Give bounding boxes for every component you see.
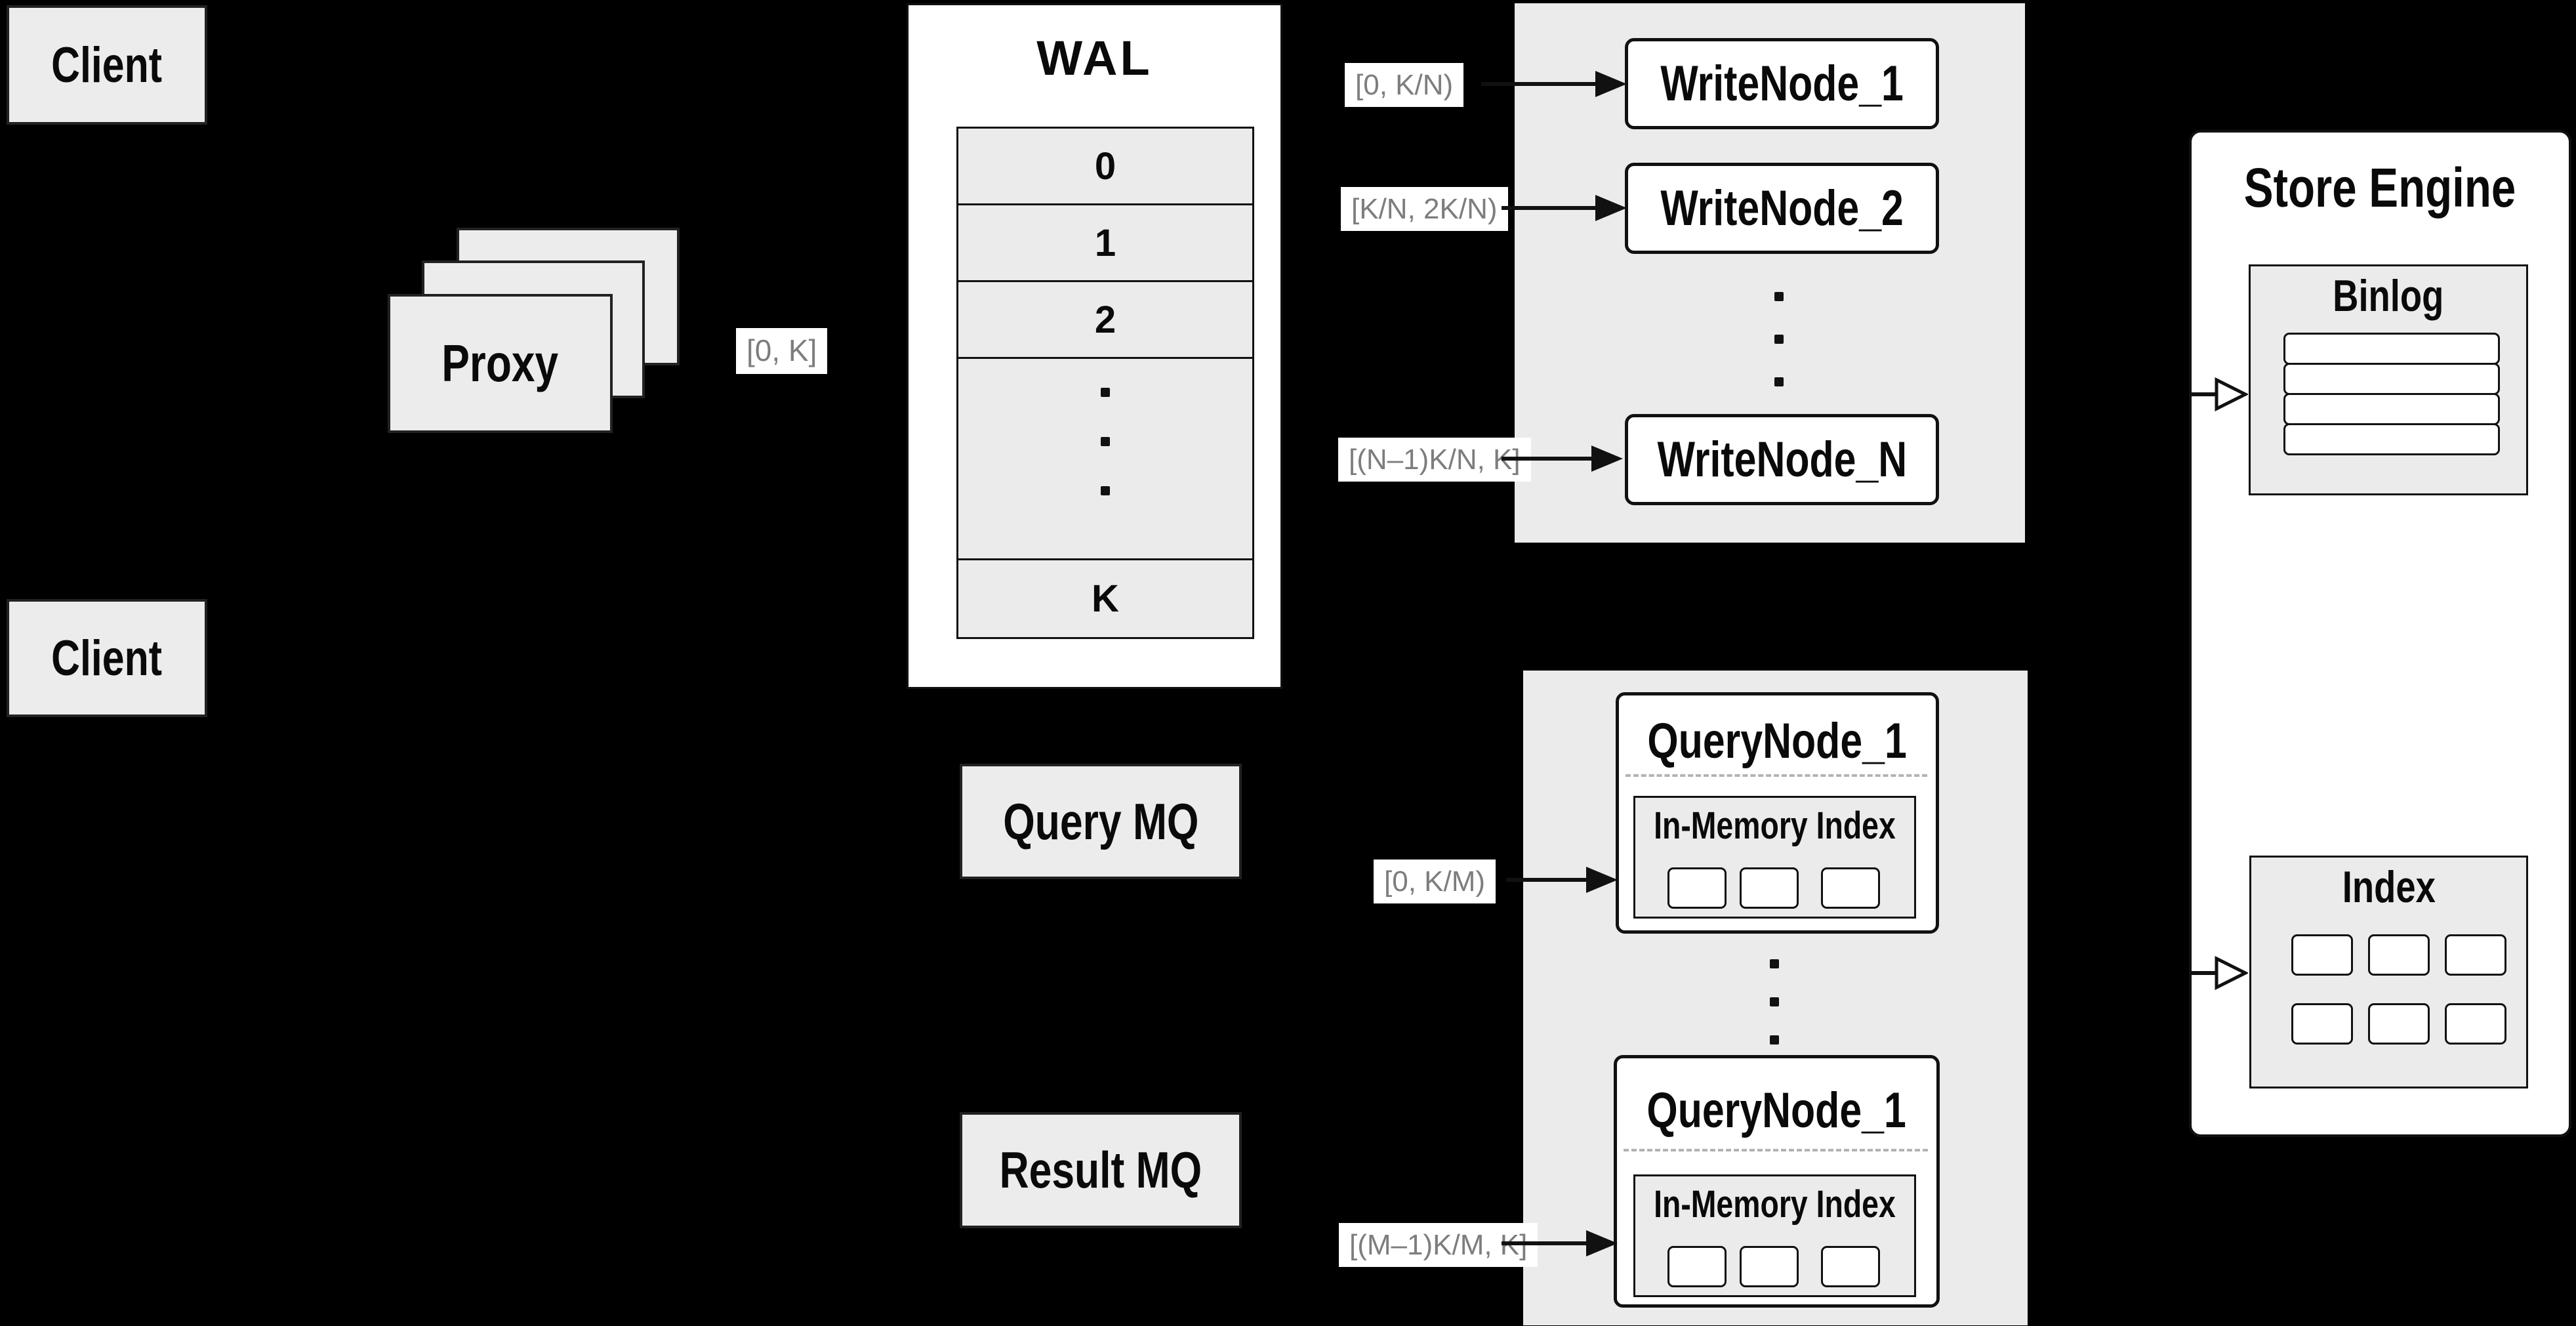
wal-row: 0 — [958, 129, 1252, 205]
client-bottom-label: Client — [51, 630, 163, 686]
wal-title: WAL — [1036, 30, 1153, 85]
ellipsis-dot — [1774, 292, 1784, 301]
range-label-write-2: [K/N, 2K/N) — [1341, 187, 1508, 231]
ellipsis-dot — [1101, 437, 1110, 446]
result-mq-box: Result MQ — [960, 1112, 1242, 1228]
ellipsis-dot — [1770, 1035, 1779, 1045]
arrow-to-write-2 — [1502, 206, 1597, 210]
write-node-1: WriteNode_1 — [1625, 38, 1939, 129]
arrow-to-index — [2190, 953, 2248, 993]
dashed-separator — [1624, 1149, 1928, 1151]
arrow-head — [1586, 1230, 1618, 1256]
query-node-1: QueryNode_1 In-Memory Index — [1616, 692, 1939, 934]
index-cell — [1740, 867, 1799, 909]
range-label-query-1: [0, K/M) — [1374, 860, 1496, 903]
query-mq-label: Query MQ — [1002, 792, 1199, 850]
dashed-separator — [1625, 774, 1927, 777]
index-cell — [1740, 1246, 1799, 1287]
ellipsis-dot — [1770, 997, 1779, 1006]
arrow-to-query-m — [1502, 1241, 1587, 1245]
write-node-1-label: WriteNode_1 — [1660, 56, 1904, 112]
arrow-head — [1595, 195, 1627, 221]
index-title: Index — [2342, 862, 2436, 912]
wal-row: 1 — [958, 205, 1252, 282]
write-node-2-label: WriteNode_2 — [1660, 180, 1904, 236]
client-top-label: Client — [51, 37, 163, 93]
proxy-box: Proxy — [388, 294, 613, 433]
arrow-head — [1595, 71, 1627, 97]
binlog-box: Binlog — [2249, 264, 2528, 495]
index-cell — [2368, 934, 2430, 976]
range-label-write-1: [0, K/N) — [1345, 63, 1464, 107]
ellipsis-dot — [1774, 335, 1784, 344]
range-label-query-m: [(M–1)K/M, K] — [1339, 1223, 1538, 1267]
ellipsis-dot — [1770, 959, 1779, 968]
store-engine-title: Store Engine — [2244, 156, 2516, 218]
ellipsis-dot — [1774, 377, 1784, 386]
write-node-n: WriteNode_N — [1625, 414, 1939, 505]
index-box: Index — [2249, 856, 2528, 1088]
in-memory-index-label: In-Memory Index — [1654, 804, 1896, 847]
index-cell — [2445, 934, 2506, 976]
binlog-row — [2283, 423, 2500, 455]
wal-box: WAL 0 1 2 K — [907, 3, 1282, 689]
client-box-bottom: Client — [7, 599, 207, 717]
query-mq-box: Query MQ — [960, 764, 1242, 879]
binlog-row — [2283, 363, 2500, 395]
index-cell — [2291, 934, 2353, 976]
arrow-head — [1591, 445, 1623, 472]
arrow-to-write-1 — [1481, 82, 1597, 86]
write-node-2: WriteNode_2 — [1625, 163, 1939, 254]
query-node-2: QueryNode_1 In-Memory Index — [1614, 1055, 1940, 1308]
arrow-to-binlog — [2190, 375, 2248, 414]
index-cell — [1667, 1246, 1727, 1287]
index-cell — [1667, 867, 1727, 909]
proxy-label: Proxy — [441, 334, 559, 392]
range-label-write-n: [(N–1)K/N, K] — [1338, 438, 1531, 482]
wal-row: 2 — [958, 282, 1252, 359]
binlog-title: Binlog — [2333, 271, 2444, 321]
in-memory-index-box: In-Memory Index — [1633, 1174, 1916, 1297]
in-memory-index-label: In-Memory Index — [1654, 1182, 1896, 1226]
binlog-row — [2283, 393, 2500, 425]
result-mq-label: Result MQ — [999, 1141, 1202, 1199]
arrow-to-query-1 — [1506, 878, 1587, 882]
index-cell — [2291, 1003, 2353, 1045]
index-cell — [2368, 1003, 2430, 1045]
wal-ellipsis-row — [958, 359, 1252, 560]
index-cell — [1821, 1246, 1880, 1287]
write-node-n-label: WriteNode_N — [1657, 432, 1907, 487]
query-node-2-title: QueryNode_1 — [1646, 1082, 1907, 1138]
index-cell — [2445, 1003, 2506, 1045]
wal-table: 0 1 2 K — [956, 127, 1254, 639]
arrow-to-write-n — [1502, 457, 1593, 461]
binlog-row — [2283, 333, 2500, 365]
query-node-group: QueryNode_1 In-Memory Index QueryNode_1 — [1523, 671, 2028, 1325]
arrow-head — [1586, 867, 1618, 893]
query-node-1-title: QueryNode_1 — [1647, 713, 1908, 769]
index-cell — [1821, 867, 1880, 909]
client-box-top: Client — [7, 5, 207, 125]
store-engine-box: Store Engine Binlog Index — [2189, 130, 2571, 1137]
in-memory-index-box: In-Memory Index — [1633, 796, 1916, 919]
wal-row: K — [958, 560, 1252, 637]
ellipsis-dot — [1101, 486, 1110, 495]
ellipsis-dot — [1101, 388, 1110, 397]
range-label-proxy-to-wal: [0, K] — [736, 328, 828, 374]
